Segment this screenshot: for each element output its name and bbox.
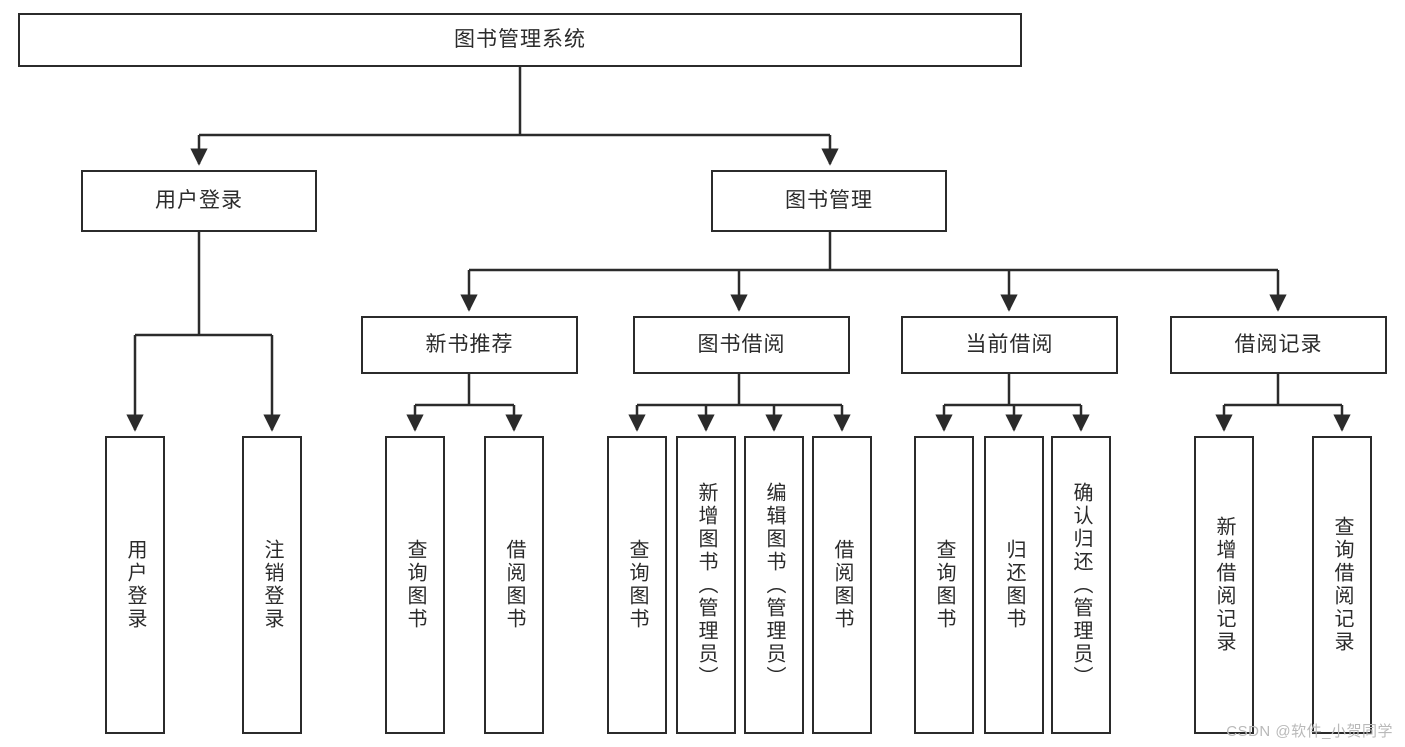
node-borrow-record[interactable]: 借阅记录 — [1170, 316, 1387, 374]
node-current-borrow[interactable]: 当前借阅 — [901, 316, 1118, 374]
node-user-login[interactable]: 用户登录 — [81, 170, 317, 232]
leaf-label: 查询图书 — [933, 539, 955, 631]
leaf-label: 新增图书（管理员） — [695, 482, 717, 689]
leaf-user-login-logout[interactable]: 注销登录 — [242, 436, 302, 734]
leaf-label: 用户登录 — [124, 539, 146, 631]
leaf-new-book-borrow[interactable]: 借阅图书 — [484, 436, 544, 734]
leaf-label: 借阅图书 — [503, 539, 525, 631]
node-label: 图书借阅 — [697, 332, 786, 356]
leaf-book-borrow-add[interactable]: 新增图书（管理员） — [676, 436, 736, 734]
leaf-new-book-query[interactable]: 查询图书 — [385, 436, 445, 734]
leaf-current-borrow-confirm-return[interactable]: 确认归还（管理员） — [1051, 436, 1111, 734]
csdn-watermark: CSDN @软件_小贺同学 — [1226, 723, 1393, 740]
node-label: 当前借阅 — [965, 332, 1054, 356]
leaf-current-borrow-return[interactable]: 归还图书 — [984, 436, 1044, 734]
node-label: 图书管理系统 — [454, 27, 586, 51]
leaf-book-borrow-query[interactable]: 查询图书 — [607, 436, 667, 734]
node-label: 图书管理 — [785, 188, 873, 212]
node-label: 新书推荐 — [425, 332, 514, 356]
node-new-book-recommend[interactable]: 新书推荐 — [361, 316, 578, 374]
leaf-label: 新增借阅记录 — [1213, 516, 1235, 654]
node-book-borrow[interactable]: 图书借阅 — [633, 316, 850, 374]
leaf-label: 注销登录 — [261, 539, 283, 631]
node-root-system[interactable]: 图书管理系统 — [18, 13, 1022, 67]
node-book-management[interactable]: 图书管理 — [711, 170, 947, 232]
leaf-label: 查询借阅记录 — [1331, 516, 1353, 654]
leaf-label: 查询图书 — [626, 539, 648, 631]
leaf-user-login-login[interactable]: 用户登录 — [105, 436, 165, 734]
leaf-book-borrow-edit[interactable]: 编辑图书（管理员） — [744, 436, 804, 734]
leaf-label: 编辑图书（管理员） — [763, 482, 785, 689]
node-label: 借阅记录 — [1234, 332, 1323, 356]
leaf-borrow-record-query[interactable]: 查询借阅记录 — [1312, 436, 1372, 734]
leaf-label: 确认归还（管理员） — [1070, 482, 1092, 689]
leaf-current-borrow-query[interactable]: 查询图书 — [914, 436, 974, 734]
node-label: 用户登录 — [155, 188, 243, 212]
leaf-label: 查询图书 — [404, 539, 426, 631]
leaf-label: 归还图书 — [1003, 539, 1025, 631]
leaf-borrow-record-add[interactable]: 新增借阅记录 — [1194, 436, 1254, 734]
leaf-book-borrow-borrow[interactable]: 借阅图书 — [812, 436, 872, 734]
leaf-label: 借阅图书 — [831, 539, 853, 631]
